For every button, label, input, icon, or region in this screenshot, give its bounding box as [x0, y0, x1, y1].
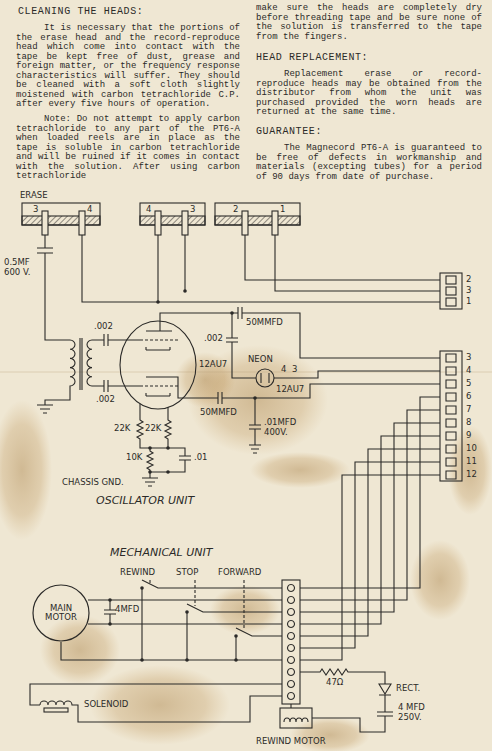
terminal-number: 4 — [87, 205, 92, 215]
component-label: RECT. — [396, 684, 420, 694]
terminal-number: 3 — [33, 205, 38, 215]
section-heading: CLEANING THE HEADS: — [18, 6, 143, 18]
terminal-number: 1 — [466, 297, 471, 307]
component-label: 47Ω — [326, 678, 343, 688]
terminal-number: 4 — [281, 365, 286, 375]
section-heading: HEAD REPLACEMENT: — [256, 52, 368, 64]
unit-title: MECHANICAL UNIT — [110, 547, 212, 560]
body-paragraph: Replacement erase or record-reproduce he… — [256, 70, 482, 118]
terminal-number: 4 — [466, 366, 471, 376]
component-label: CHASSIS GND. — [62, 478, 124, 488]
component-label: STOP — [176, 568, 198, 578]
terminal-number: 2 — [233, 205, 238, 215]
component-label: 50MMFD — [200, 408, 237, 418]
component-label: ERASE — [20, 191, 48, 201]
terminal-number: 3 — [292, 365, 297, 375]
terminal-number: 7 — [466, 405, 471, 415]
component-label: REWIND MOTOR — [256, 737, 326, 747]
terminal-number: 3 — [466, 286, 471, 296]
component-label: NEON — [248, 355, 273, 365]
paper-stains — [0, 345, 492, 751]
heads — [22, 203, 300, 235]
terminal-number: 11 — [466, 457, 477, 467]
component-label: 22K — [145, 424, 161, 434]
node-text-box: MAIN MOTOR — [32, 584, 90, 642]
component-label: SOLENOID — [84, 700, 128, 710]
body-paragraph: make sure the heads are completely dry b… — [256, 4, 482, 42]
unit-title: OSCILLATOR UNIT — [96, 495, 194, 508]
terminal-number: 12 — [466, 470, 477, 480]
component-label: 250V. — [398, 713, 422, 723]
terminal-number: 10 — [466, 444, 477, 454]
component-label: 600 V. — [4, 268, 30, 278]
body-paragraph: It is necessary that the portions of the… — [16, 24, 240, 110]
terminal-number: 6 — [466, 392, 471, 402]
terminal-number: 2 — [466, 275, 471, 285]
component-label: 400V. — [264, 428, 288, 438]
motor-circle: MAIN MOTOR — [32, 584, 90, 642]
component-label: 50MMFD — [246, 318, 283, 328]
terminal-number: 4 — [146, 205, 151, 215]
component-label: 12AU7 — [199, 360, 227, 370]
terminal-number: 8 — [466, 418, 471, 428]
component-label: .002 — [96, 395, 115, 405]
terminal-number: 9 — [466, 431, 471, 441]
junction-dots — [108, 289, 257, 662]
body-paragraph: The Magnecord PT6-A is guaranteed to be … — [256, 144, 482, 182]
component-label: .01MFD — [264, 418, 296, 428]
component-label: 4 MFD — [398, 703, 425, 713]
component-label: FORWARD — [218, 568, 261, 578]
component-label: .01 — [194, 453, 208, 463]
component-label: .002 — [204, 334, 223, 344]
terminal-number: 3 — [190, 205, 195, 215]
terminal-number: 3 — [466, 353, 471, 363]
motor-label: MAIN MOTOR — [41, 604, 81, 623]
section-heading: GUARANTEE: — [256, 126, 322, 138]
wiring — [30, 235, 462, 732]
component-label: 0.5MF — [4, 258, 30, 268]
terminal-number: 1 — [280, 205, 285, 215]
body-paragraph: Note: Do not attempt to apply carbon tet… — [16, 115, 240, 182]
terminal-number: 5 — [466, 379, 471, 389]
component-label: 10K — [126, 453, 142, 463]
component-label: REWIND — [120, 568, 155, 578]
component-label: .002 — [94, 322, 113, 332]
component-label: 12AU7 — [276, 385, 304, 395]
component-label: 22K — [114, 424, 130, 434]
component-label: 4MFD — [115, 605, 139, 615]
